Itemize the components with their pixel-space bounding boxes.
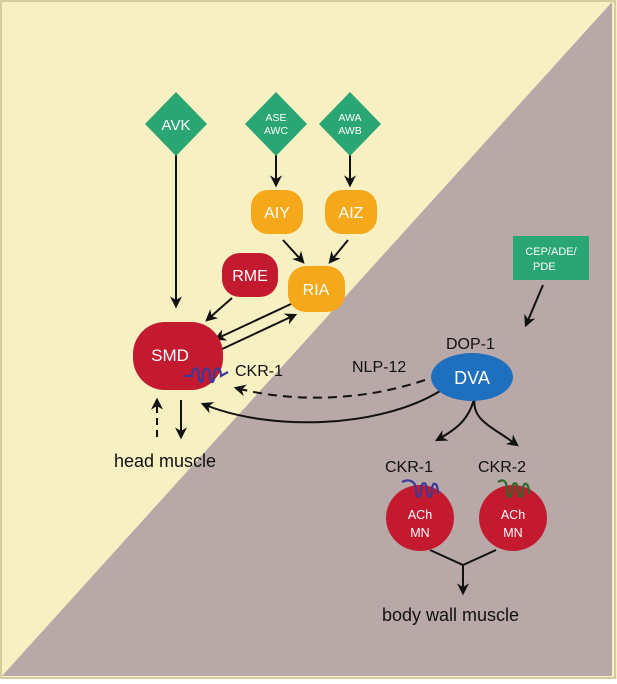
awa-awb-node <box>319 92 381 156</box>
mauve-background <box>2 2 612 676</box>
nlp12-label: NLP-12 <box>352 359 406 376</box>
aiy-label: AIY <box>264 205 290 222</box>
rme-node <box>222 253 278 297</box>
ckr1-smd-label: CKR-1 <box>235 363 283 380</box>
arrow-dva-to-ckr2-mn <box>473 394 519 447</box>
arrow-dva-to-smd-solid <box>200 390 441 424</box>
ria-label: RIA <box>303 282 330 299</box>
avk-node <box>145 92 207 156</box>
awb-label: AWB <box>338 125 362 137</box>
aiy-node <box>251 190 303 234</box>
ckr1-receptor-mn-icon <box>401 479 440 498</box>
ckr1-mn-label: CKR-1 <box>385 459 433 476</box>
arrow-cep-to-dva <box>524 284 544 328</box>
awc-label: AWC <box>264 125 289 137</box>
ria-node <box>288 266 345 312</box>
arrow-smd-to-ria <box>219 313 298 351</box>
arrow-nlp12-dashed <box>233 379 426 399</box>
awa-label: AWA <box>338 112 361 124</box>
ach-mn-left-node <box>386 485 454 551</box>
dva-node <box>431 353 513 401</box>
ase-awc-node <box>245 92 307 156</box>
arrow-aiz-to-ria <box>328 239 349 264</box>
ckr1-receptor-smd-icon <box>184 367 229 384</box>
ase-label: ASE <box>265 112 286 124</box>
rme-label: RME <box>232 268 268 285</box>
dva-label: DVA <box>454 368 490 388</box>
mn-left-label: MN <box>410 526 429 540</box>
arrow-ria-to-smd <box>213 303 292 341</box>
ach-left-label: ACh <box>408 508 432 522</box>
aiz-node <box>325 190 377 234</box>
avk-label: AVK <box>162 117 191 134</box>
ckr2-receptor-mn-icon <box>497 479 531 498</box>
dop1-label: DOP-1 <box>446 336 495 353</box>
smd-label: SMD <box>151 346 189 365</box>
arrow-mn-to-body-wall-muscle <box>429 549 497 593</box>
mn-right-label: MN <box>503 526 522 540</box>
arrow-aiy-to-ria <box>282 239 305 264</box>
cep-ade-label: CEP/ADE/ <box>525 246 577 258</box>
pde-label: PDE <box>533 261 556 273</box>
cep-ade-pde-node <box>513 236 589 280</box>
ach-mn-right-node <box>479 485 547 551</box>
aiz-label: AIZ <box>339 205 364 222</box>
head-muscle-label: head muscle <box>114 451 216 471</box>
smd-node <box>133 322 223 390</box>
body-wall-muscle-label: body wall muscle <box>382 605 519 625</box>
ckr2-mn-label: CKR-2 <box>478 459 526 476</box>
ach-right-label: ACh <box>501 508 525 522</box>
arrow-rme-to-smd <box>205 297 233 322</box>
